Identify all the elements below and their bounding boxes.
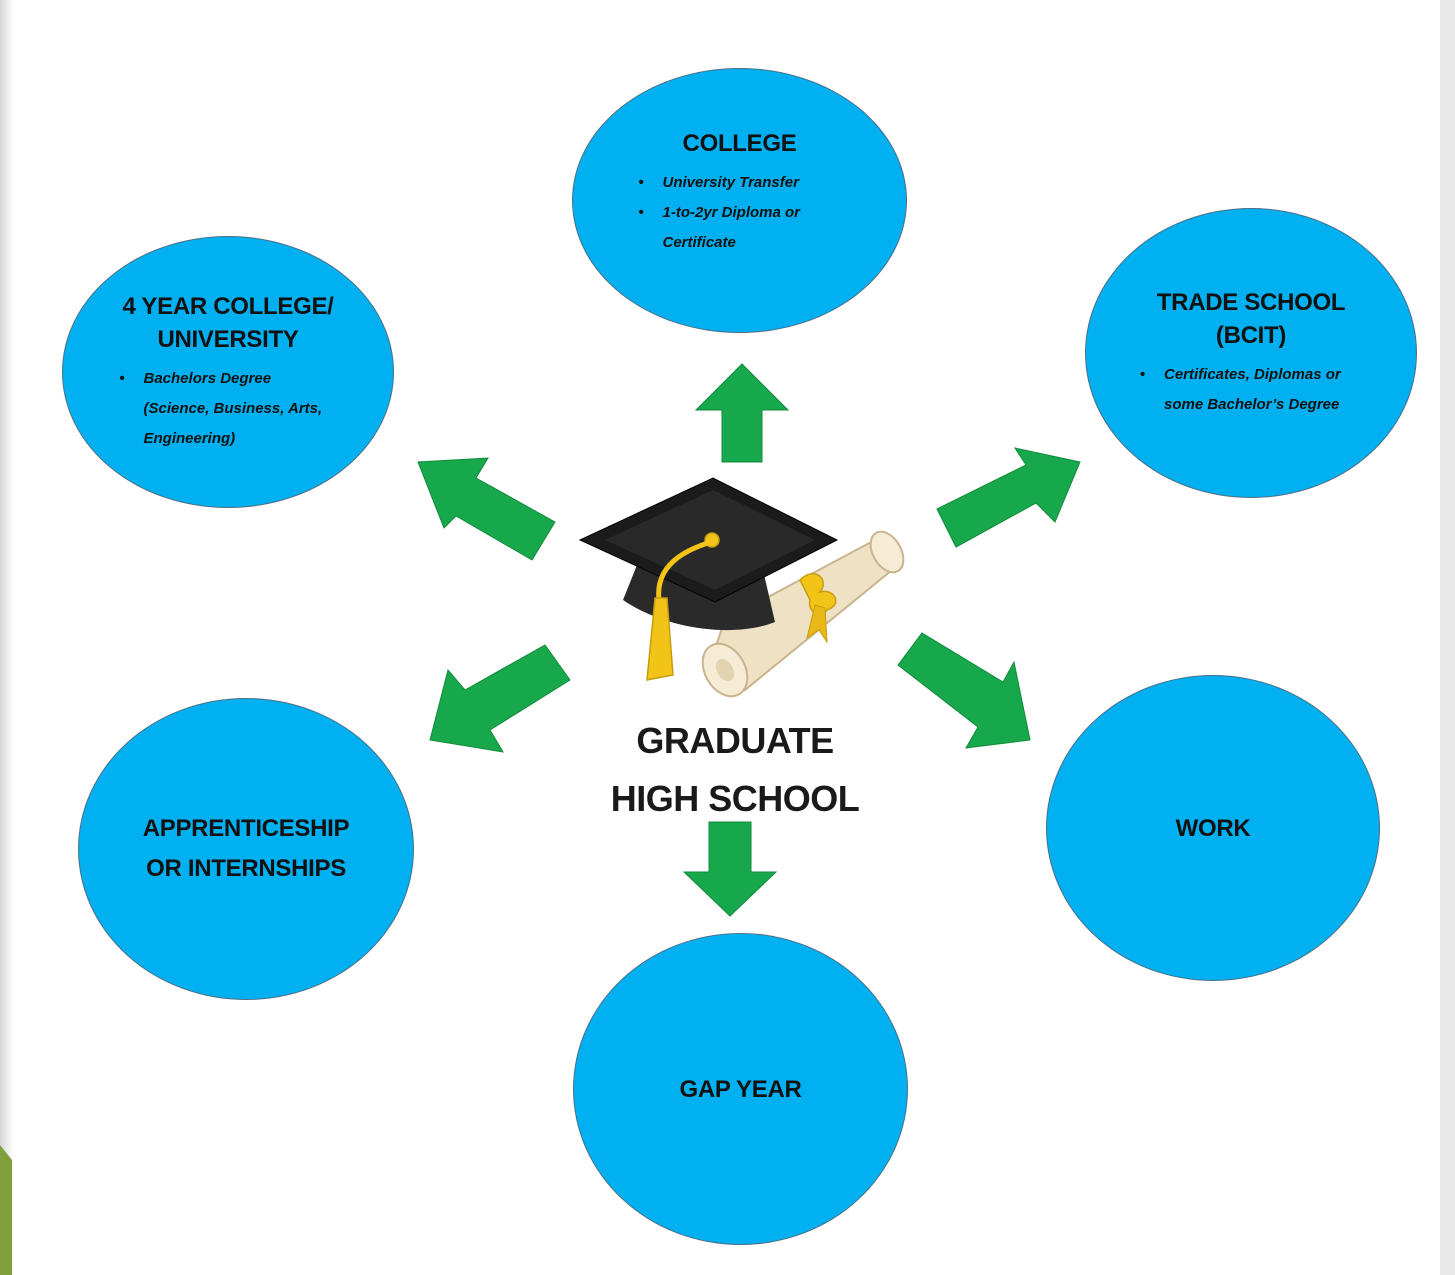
four-year-item-1: Bachelors Degree (Science, Business, Art…	[116, 364, 341, 454]
center-title-line2: HIGH SCHOOL	[610, 778, 860, 819]
center-title: GRADUATE HIGH SCHOOL	[590, 712, 880, 828]
mortarboard-cap-icon	[578, 477, 839, 681]
graduation-cap-and-diploma-icon	[578, 477, 905, 698]
college-title: COLLEGE	[682, 130, 797, 157]
arrow-to-college	[694, 363, 790, 463]
apprenticeship-title-line1: APPRENTICESHIP	[142, 815, 350, 842]
gap-year-title: GAP YEAR	[679, 1075, 802, 1103]
four-year-title-line2: UNIVERSITY	[157, 326, 299, 353]
four-year-list: Bachelors Degree (Science, Business, Art…	[116, 364, 341, 454]
left-edge-shade	[0, 0, 14, 1275]
diploma-scroll-icon	[701, 530, 905, 698]
work-title: WORK	[1175, 814, 1251, 842]
right-edge-line	[1440, 0, 1455, 1275]
arrow-to-trade-school	[936, 447, 1081, 548]
center-title-line1: GRADUATE	[636, 720, 834, 761]
college-node: COLLEGE University Transfer 1-to-2yr Dip…	[572, 68, 907, 333]
trade-school-title-line1: TRADE SCHOOL	[1156, 289, 1346, 316]
arrow-to-gap-year	[682, 821, 778, 917]
college-list: University Transfer 1-to-2yr Diploma or …	[635, 168, 845, 258]
four-year-title-line1: 4 YEAR COLLEGE/	[122, 293, 334, 320]
side-accent-bar	[0, 1145, 12, 1275]
trade-school-item-1: Certificates, Diplomas or some Bachelor’…	[1136, 360, 1366, 420]
trade-school-list: Certificates, Diplomas or some Bachelor’…	[1136, 360, 1366, 420]
arrow-to-apprenticeship	[429, 644, 571, 753]
arrow-to-work	[897, 632, 1031, 749]
four-year-college-node: 4 YEAR COLLEGE/ UNIVERSITY Bachelors Deg…	[62, 236, 394, 508]
arrow-to-four-year-college	[417, 457, 556, 561]
work-node: WORK	[1046, 675, 1380, 981]
trade-school-node: TRADE SCHOOL (BCIT) Certificates, Diplom…	[1085, 208, 1417, 498]
college-item-2: 1-to-2yr Diploma or Certificate	[635, 198, 845, 258]
college-item-1: University Transfer	[635, 168, 845, 198]
apprenticeship-title-line2: OR INTERNSHIPS	[146, 855, 346, 882]
gap-year-node: GAP YEAR	[573, 933, 908, 1245]
trade-school-title-line2: (BCIT)	[1215, 322, 1287, 349]
apprenticeship-node: APPRENTICESHIP OR INTERNSHIPS	[78, 698, 414, 1000]
